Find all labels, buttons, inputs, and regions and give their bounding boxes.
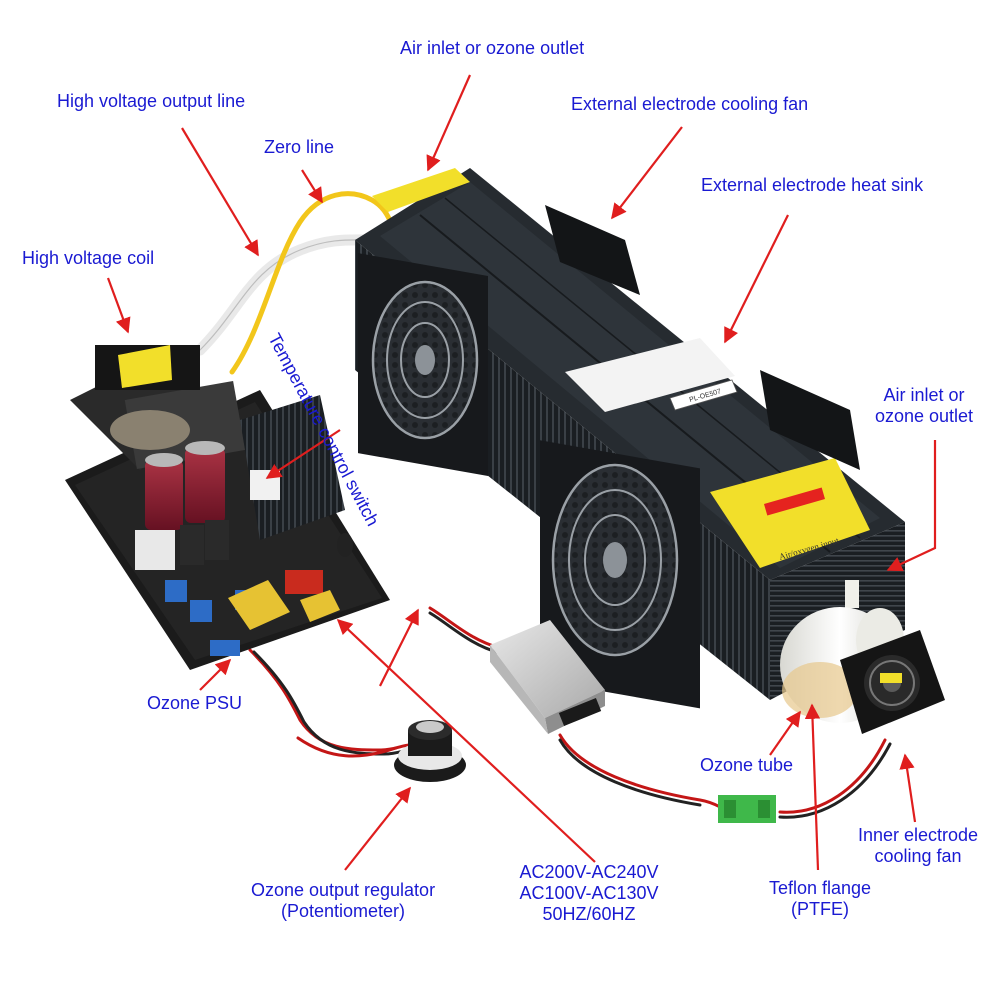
warning-label [710, 458, 870, 568]
terminal-connector [718, 795, 776, 823]
arrow-teflon [804, 703, 821, 871]
arrow-ozone-tube [769, 710, 801, 756]
external-fan-bottom [540, 440, 700, 709]
label-ext-fan: External electrode cooling fan [571, 94, 809, 114]
label-inner-fan: Inner electrode cooling fan [843, 825, 993, 867]
label-air-inlet-top: Air inlet or ozone outlet [400, 38, 585, 58]
arrow-regulator [344, 786, 411, 871]
label-inner-fan-line1: Inner electrode [857, 825, 979, 845]
label-teflon-line2: (PTFE) [791, 899, 849, 919]
inner-cooling-fan [840, 630, 945, 734]
external-fan-back-top [545, 205, 640, 295]
pointer-arrows [106, 74, 937, 871]
label-teflon-line1: Teflon flange [768, 878, 872, 898]
arrow-ext-fan [611, 126, 683, 220]
label-ozone-tube: Ozone tube [700, 755, 794, 775]
potentiometer [394, 720, 466, 782]
label-air-inlet-right: Air inlet or ozone outlet [862, 385, 986, 427]
arrow-ozone-psu [199, 658, 232, 691]
arrow-ac-psu [336, 618, 596, 863]
label-ac-input: AC200V-AC240V AC100V-AC130V 50HZ/60HZ [502, 862, 676, 925]
arrow-zero-line [301, 169, 323, 204]
label-ac-line1: AC200V-AC240V [519, 862, 659, 882]
arrow-temp-switch [265, 429, 341, 479]
label-teflon: Teflon flange (PTFE) [752, 878, 888, 920]
label-air-inlet-right-line2: ozone outlet [874, 406, 974, 426]
capacitors [145, 441, 225, 530]
arrow-hv-output-line [181, 127, 259, 257]
arrow-ac-input [379, 608, 419, 687]
rating-plate [565, 338, 735, 412]
hv-coil [95, 345, 200, 450]
label-ozone-psu: Ozone PSU [147, 693, 243, 713]
external-fan-top-left [358, 253, 488, 477]
label-inner-fan-line2: cooling fan [874, 846, 962, 866]
ozone-psu-board [65, 345, 390, 670]
arrow-air-inlet-top [426, 74, 472, 172]
wires [194, 191, 892, 819]
label-regulator: Ozone output regulator (Potentiometer) [228, 880, 458, 922]
label-ext-heat-sink: External electrode heat sink [701, 175, 924, 195]
small-power-supply [490, 620, 605, 734]
label-regulator-line1: Ozone output regulator [250, 880, 436, 900]
label-regulator-line2: (Potentiometer) [280, 901, 406, 921]
label-zero-line: Zero line [264, 137, 335, 157]
arrow-air-inlet-right [886, 440, 937, 572]
label-ac-line2: AC100V-AC130V [519, 883, 659, 903]
label-ac-line3: 50HZ/60HZ [542, 904, 636, 924]
zero-line-wire [229, 191, 396, 375]
top-warning-label [372, 168, 470, 212]
label-hv-coil: High voltage coil [22, 248, 155, 268]
external-fan-back-right [760, 370, 860, 470]
arrow-heat-sink [724, 214, 789, 344]
arrow-inner-fan [899, 753, 917, 823]
label-air-inlet-right-line1: Air inlet or [883, 385, 965, 405]
arrow-hv-coil [106, 277, 131, 334]
label-hv-output-line: High voltage output line [57, 91, 246, 111]
